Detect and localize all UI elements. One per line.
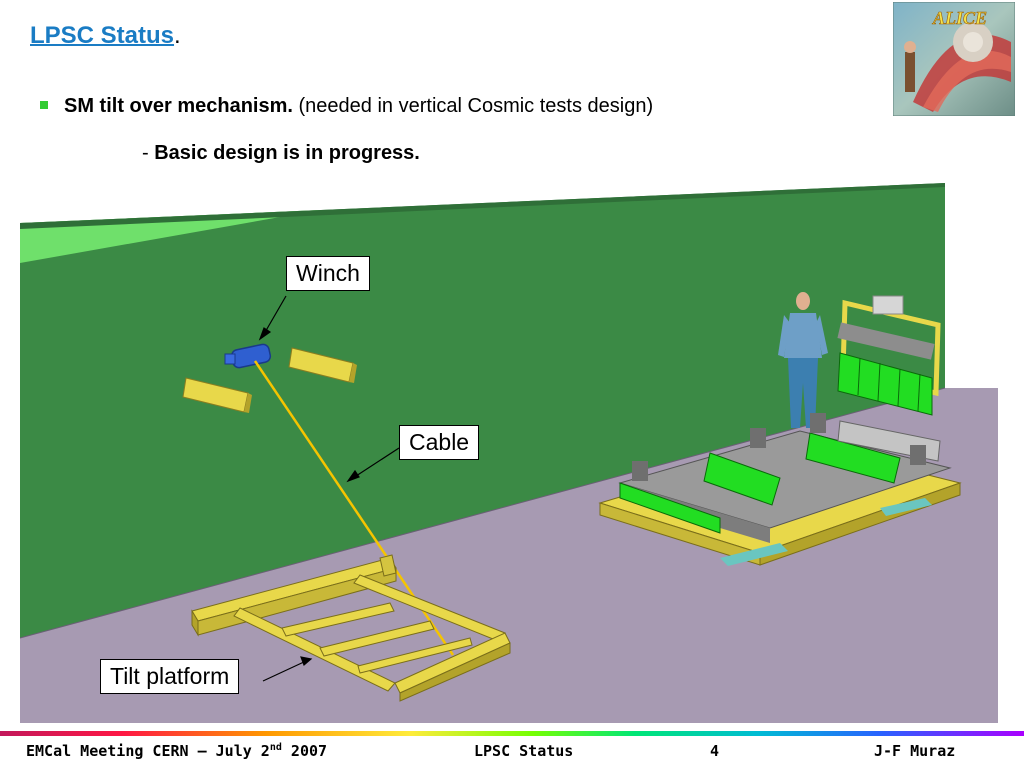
tilt-platform — [191, 554, 511, 702]
winch-icon — [224, 343, 272, 369]
wall-beam-left — [182, 377, 252, 413]
callout-arrows — [258, 295, 400, 682]
tilt-frame — [837, 295, 941, 416]
slide-title: LPSC Status. — [30, 22, 181, 49]
green-wall — [20, 183, 945, 638]
bullet-marker-icon — [40, 100, 48, 109]
cable-label: Cable — [399, 425, 480, 460]
page-number: 4 — [710, 742, 720, 760]
footer-meeting: EMCal Meeting CERN – July 2nd 2007 — [26, 742, 328, 760]
alice-logo: ALICE — [892, 1, 1016, 117]
tilt-mechanism-render: Winch Cable Tilt platform — [19, 183, 998, 723]
sub-item: - Basic design is in progress. — [142, 142, 420, 165]
sub-bold-text: Basic design is in progress. — [154, 142, 420, 164]
bullet-bold-text: SM tilt over mechanism. — [64, 95, 293, 117]
footer-center-title: LPSC Status — [474, 742, 574, 760]
support-cart — [598, 413, 962, 566]
logo-lettering: ALICE — [932, 8, 987, 28]
bullet-item: SM tilt over mechanism. (needed in verti… — [40, 95, 653, 118]
person-figure — [778, 292, 828, 428]
bullet-normal-text: (needed in vertical Cosmic tests design) — [292, 95, 654, 117]
footer-divider — [0, 731, 1024, 736]
sub-dash: - — [142, 142, 155, 164]
wall-beam-right — [288, 347, 357, 383]
footer-author: J-F Muraz — [874, 742, 956, 760]
tilt-platform-label: Tilt platform — [100, 659, 240, 694]
winch-label: Winch — [286, 256, 370, 291]
